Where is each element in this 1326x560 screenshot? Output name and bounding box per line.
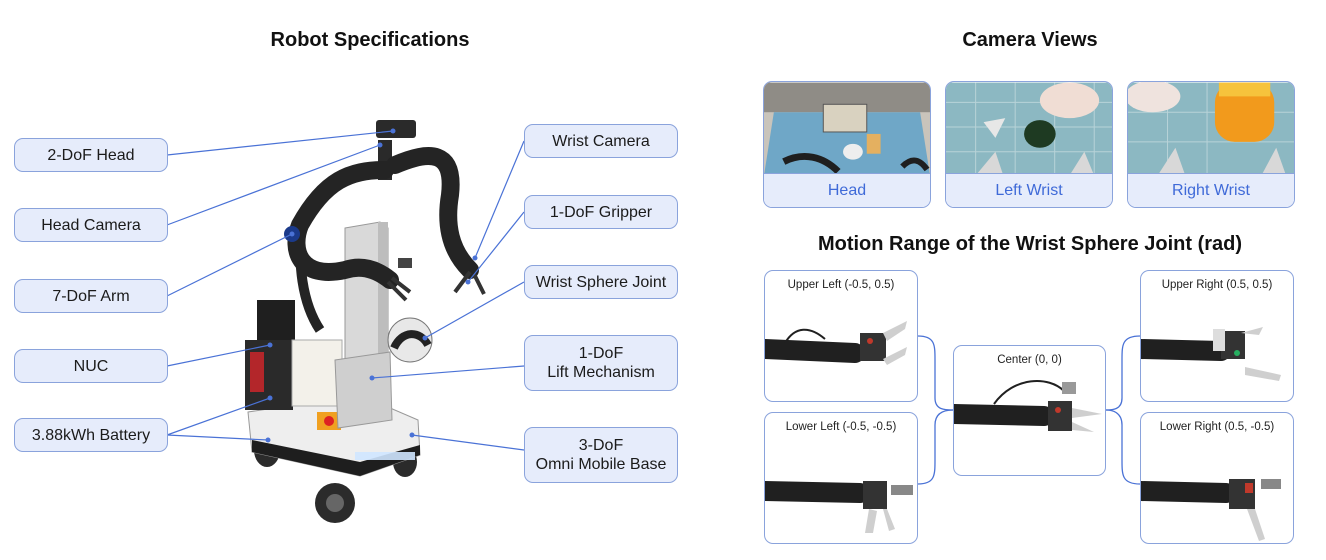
label-nuc: NUC (14, 349, 168, 383)
pose-label-upper-right: Upper Right (0.5, 0.5) (1161, 279, 1273, 291)
pose-upper-left: Upper Left (-0.5, 0.5) (764, 270, 918, 402)
camera-caption-left-wrist: Left Wrist (946, 173, 1112, 207)
left-wrist-camera-image (946, 82, 1112, 176)
label-wrist-camera: Wrist Camera (524, 124, 678, 158)
label-1dof-gripper: 1-DoF Gripper (524, 195, 678, 229)
pose-lower-left: Lower Left (-0.5, -0.5) (764, 412, 918, 544)
right-wrist-camera-image (1128, 82, 1294, 176)
pose-label-center: Center (0, 0) (997, 354, 1062, 366)
pose-image-lower-left (765, 481, 913, 533)
pose-label-upper-left: Upper Left (-0.5, 0.5) (787, 279, 895, 291)
label-battery: 3.88kWh Battery (14, 418, 168, 452)
label-omni-base: 3-DoF Omni Mobile Base (524, 427, 678, 483)
lift-line2: Lift Mechanism (547, 364, 655, 381)
lift-line1: 1-DoF (578, 345, 624, 362)
motion-range-title: Motion Range of the Wrist Sphere Joint (… (817, 233, 1243, 255)
pose-label-lower-right: Lower Right (0.5, -0.5) (1159, 421, 1275, 433)
pose-image-upper-left (765, 321, 907, 365)
base-line2: Omni Mobile Base (535, 456, 667, 473)
label-2dof-head: 2-DoF Head (14, 138, 168, 172)
camera-caption-head: Head (764, 173, 930, 207)
camera-view-left-wrist: Left Wrist (945, 81, 1113, 208)
label-head-camera: Head Camera (14, 208, 168, 242)
camera-view-head: Head (763, 81, 931, 208)
label-7dof-arm: 7-DoF Arm (14, 279, 168, 313)
camera-caption-right-wrist: Right Wrist (1128, 173, 1294, 207)
robot-illustration (245, 120, 486, 523)
camera-view-right-wrist: Right Wrist (1127, 81, 1295, 208)
pose-label-lower-left: Lower Left (-0.5, -0.5) (785, 421, 897, 433)
camera-views-title: Camera Views (962, 29, 1098, 51)
pose-lower-right: Lower Right (0.5, -0.5) (1140, 412, 1294, 544)
pose-center: Center (0, 0) (953, 345, 1106, 476)
pose-image-lower-right (1141, 479, 1281, 541)
head-camera-image (764, 82, 930, 176)
label-lift-mechanism: 1-DoF Lift Mechanism (524, 335, 678, 391)
label-wrist-sphere-joint: Wrist Sphere Joint (524, 265, 678, 299)
pose-image-upper-right (1141, 327, 1281, 381)
specs-title: Robot Specifications (270, 29, 470, 51)
base-line1: 3-DoF (578, 437, 624, 454)
pose-image-center (954, 380, 1102, 432)
pose-upper-right: Upper Right (0.5, 0.5) (1140, 270, 1294, 402)
